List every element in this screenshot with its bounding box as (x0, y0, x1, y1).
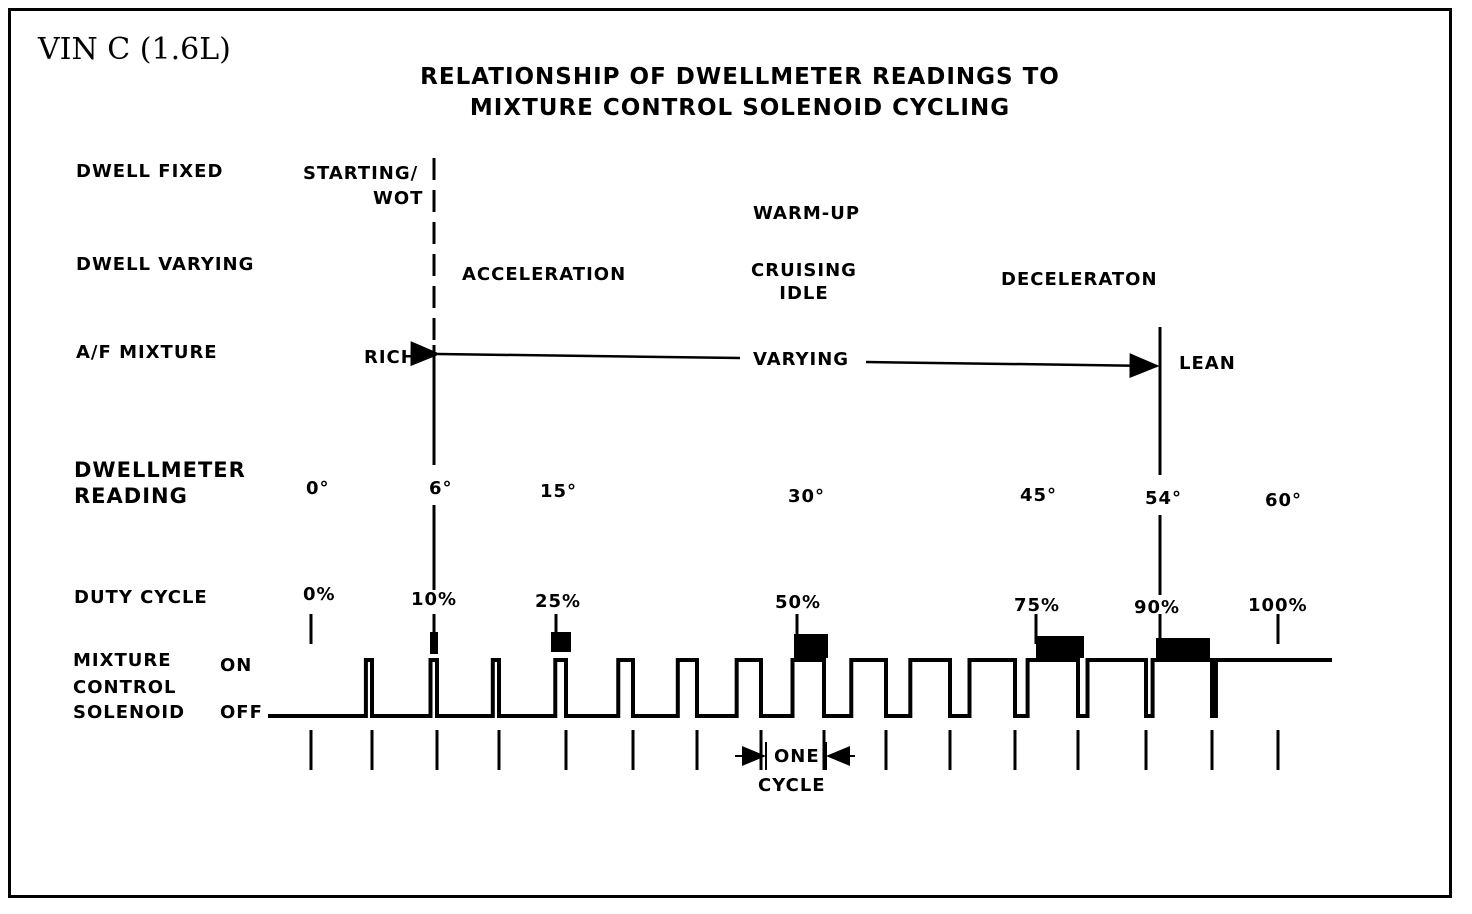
on-time-blocks (430, 632, 1210, 662)
starting-wot-label-line1: STARTING/ (303, 163, 419, 184)
on-time-block (794, 634, 828, 658)
vin-label: VIN C (1.6L) (38, 32, 231, 67)
solenoid-label-line2: CONTROL (73, 677, 177, 698)
solenoid-on-label: ON (220, 655, 253, 676)
solenoid-label-line1: MIXTURE (73, 650, 172, 671)
duty-cycle-0: 0% (303, 584, 336, 605)
solenoid-off-label: OFF (220, 702, 263, 723)
duty-cycle-75: 75% (1014, 595, 1061, 616)
starting-wot-label-line2: WOT (373, 188, 424, 209)
varying-arrow-right (865, 353, 1160, 379)
duty-cycle-100: 100% (1248, 595, 1308, 616)
dwell-fixed-label: DWELL FIXED (76, 161, 224, 182)
warm-up-label: WARM-UP (753, 203, 861, 224)
dwell-reading-30: 30° (788, 486, 826, 507)
dwell-reading-54: 54° (1145, 488, 1183, 509)
dwellmeter-reading-label-line1: DWELLMETER (74, 458, 246, 482)
diagram-title-line1: RELATIONSHIP OF DWELLMETER READINGS TO (420, 64, 1060, 90)
dwell-reading-6: 6° (429, 478, 453, 499)
solenoid-label-line3: SOLENOID (73, 702, 186, 723)
on-time-block (1036, 636, 1084, 658)
one-cycle-label-line2: CYCLE (758, 775, 826, 796)
lean-label: LEAN (1179, 353, 1236, 374)
duty-cycle-50: 50% (775, 592, 822, 613)
duty-cycle-25: 25% (535, 591, 582, 612)
rich-label: RICH (364, 347, 417, 368)
dwell-reading-45: 45° (1020, 485, 1058, 506)
solenoid-waveform (268, 658, 1332, 718)
duty-cycle-10: 10% (411, 589, 458, 610)
duty-cycle-90: 90% (1134, 597, 1181, 618)
deceleration-label: DECELERATON (1001, 269, 1158, 290)
diagram-title-line2: MIXTURE CONTROL SOLENOID CYCLING (469, 95, 1011, 121)
acceleration-label: ACCELERATION (462, 264, 627, 285)
dwell-varying-label: DWELL VARYING (76, 254, 255, 275)
on-time-block (551, 632, 571, 652)
one-cycle-label-line1: ONE (774, 746, 820, 767)
varying-arrow-left (410, 341, 741, 367)
dwell-reading-0: 0° (306, 478, 330, 499)
af-mixture-label: A/F MIXTURE (76, 342, 218, 363)
varying-label: VARYING (753, 349, 850, 370)
on-time-block (430, 632, 438, 654)
dwellmeter-reading-label-line2: READING (74, 484, 188, 508)
cruising-label: CRUISING (751, 260, 857, 281)
dwell-reading-60: 60° (1265, 490, 1303, 511)
dwell-reading-15: 15° (540, 481, 578, 502)
duty-cycle-label: DUTY CYCLE (74, 587, 208, 608)
idle-label: IDLE (779, 283, 829, 304)
